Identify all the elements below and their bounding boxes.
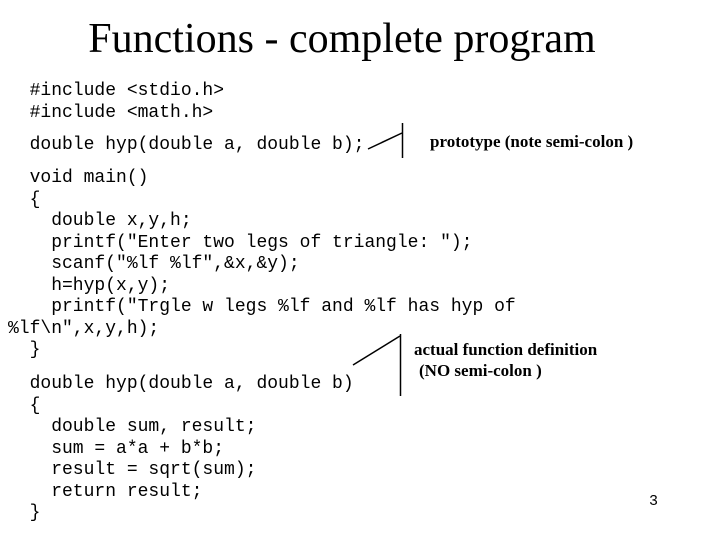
- prototype-note: prototype (note semi-colon ): [430, 132, 634, 151]
- code-block-main-function: void main() { double x,y,h; printf("Ente…: [8, 168, 516, 360]
- definition-note-line1: actual function definition: [414, 340, 598, 359]
- page-number: 3: [649, 493, 659, 510]
- prototype-callout-diagonal-line: [367, 132, 403, 150]
- code-block-function-definition: double hyp(double a, double b) { double …: [29, 374, 354, 523]
- code-block-includes: #include <stdio.h> #include <math.h>: [29, 81, 225, 123]
- slide-title: Functions - complete program: [88, 16, 596, 62]
- definition-note-line2: (NO semi-colon ): [419, 361, 542, 380]
- code-block-prototype: double hyp(double a, double b);: [8, 135, 365, 155]
- definition-note: actual function definition (NO semi-colo…: [414, 339, 597, 381]
